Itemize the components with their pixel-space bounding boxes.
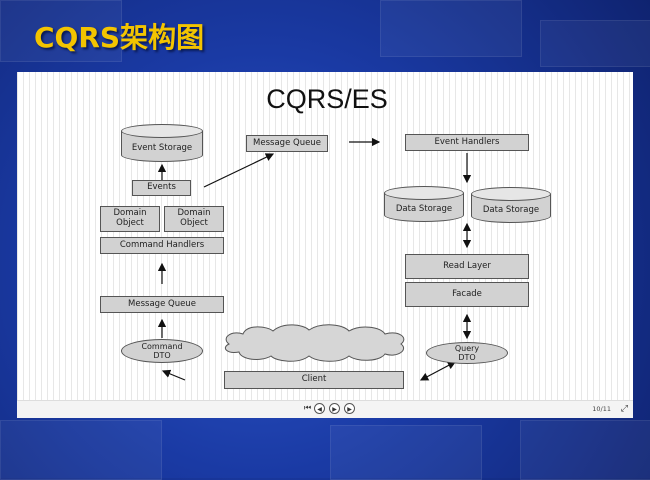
- read-layer-box: Read Layer: [405, 254, 529, 279]
- next-icon[interactable]: ▶: [344, 403, 355, 414]
- data-storage-cylinder-1: Data Storage: [384, 186, 464, 222]
- background-tile: [0, 420, 162, 480]
- client-box: Client: [224, 371, 404, 389]
- diagram-title: CQRS/ES: [266, 84, 388, 114]
- diagram-arrows: [157, 137, 472, 381]
- prev-icon[interactable]: ◀: [314, 403, 325, 414]
- background-tile: [540, 20, 650, 67]
- domain-object-box-1: Domain Object: [100, 206, 160, 232]
- arrow-events-to-queue: [203, 153, 275, 188]
- play-icon[interactable]: ▶: [329, 403, 340, 414]
- data-storage-cylinder-2: Data Storage: [471, 187, 551, 223]
- domain-object-box-2: Domain Object: [164, 206, 224, 232]
- event-storage-cylinder: Event Storage: [121, 124, 203, 162]
- events-box: Events: [132, 180, 191, 196]
- command-dto-ellipse: Command DTO: [121, 339, 203, 363]
- cloud-shape: [224, 324, 405, 362]
- query-dto-ellipse: Query DTO: [426, 342, 508, 364]
- background-tile: [330, 425, 482, 480]
- fullscreen-icon[interactable]: ⤢: [620, 404, 628, 414]
- background-tile: [520, 420, 650, 480]
- background-tile: [380, 0, 522, 57]
- message-queue-top-box: Message Queue: [246, 135, 328, 152]
- viewer-controls: ⏮ ◀ ▶ ▶ 10/11 ⤢: [17, 400, 633, 418]
- slide-viewer: CQRS/ES: [17, 72, 633, 418]
- command-handlers-box: Command Handlers: [100, 237, 224, 254]
- event-handlers-box: Event Handlers: [405, 134, 529, 151]
- message-queue-left-box: Message Queue: [100, 296, 224, 313]
- facade-box: Facade: [405, 282, 529, 307]
- diagram-canvas: CQRS/ES: [17, 72, 633, 400]
- slide-title: CQRS架构图: [34, 21, 205, 54]
- arrow-query-client: [419, 361, 457, 381]
- background-tile: [0, 0, 122, 62]
- skip-first-icon[interactable]: ⏮: [304, 403, 312, 412]
- arrow-client-command: [161, 369, 186, 381]
- page-indicator: 10/11: [592, 405, 611, 413]
